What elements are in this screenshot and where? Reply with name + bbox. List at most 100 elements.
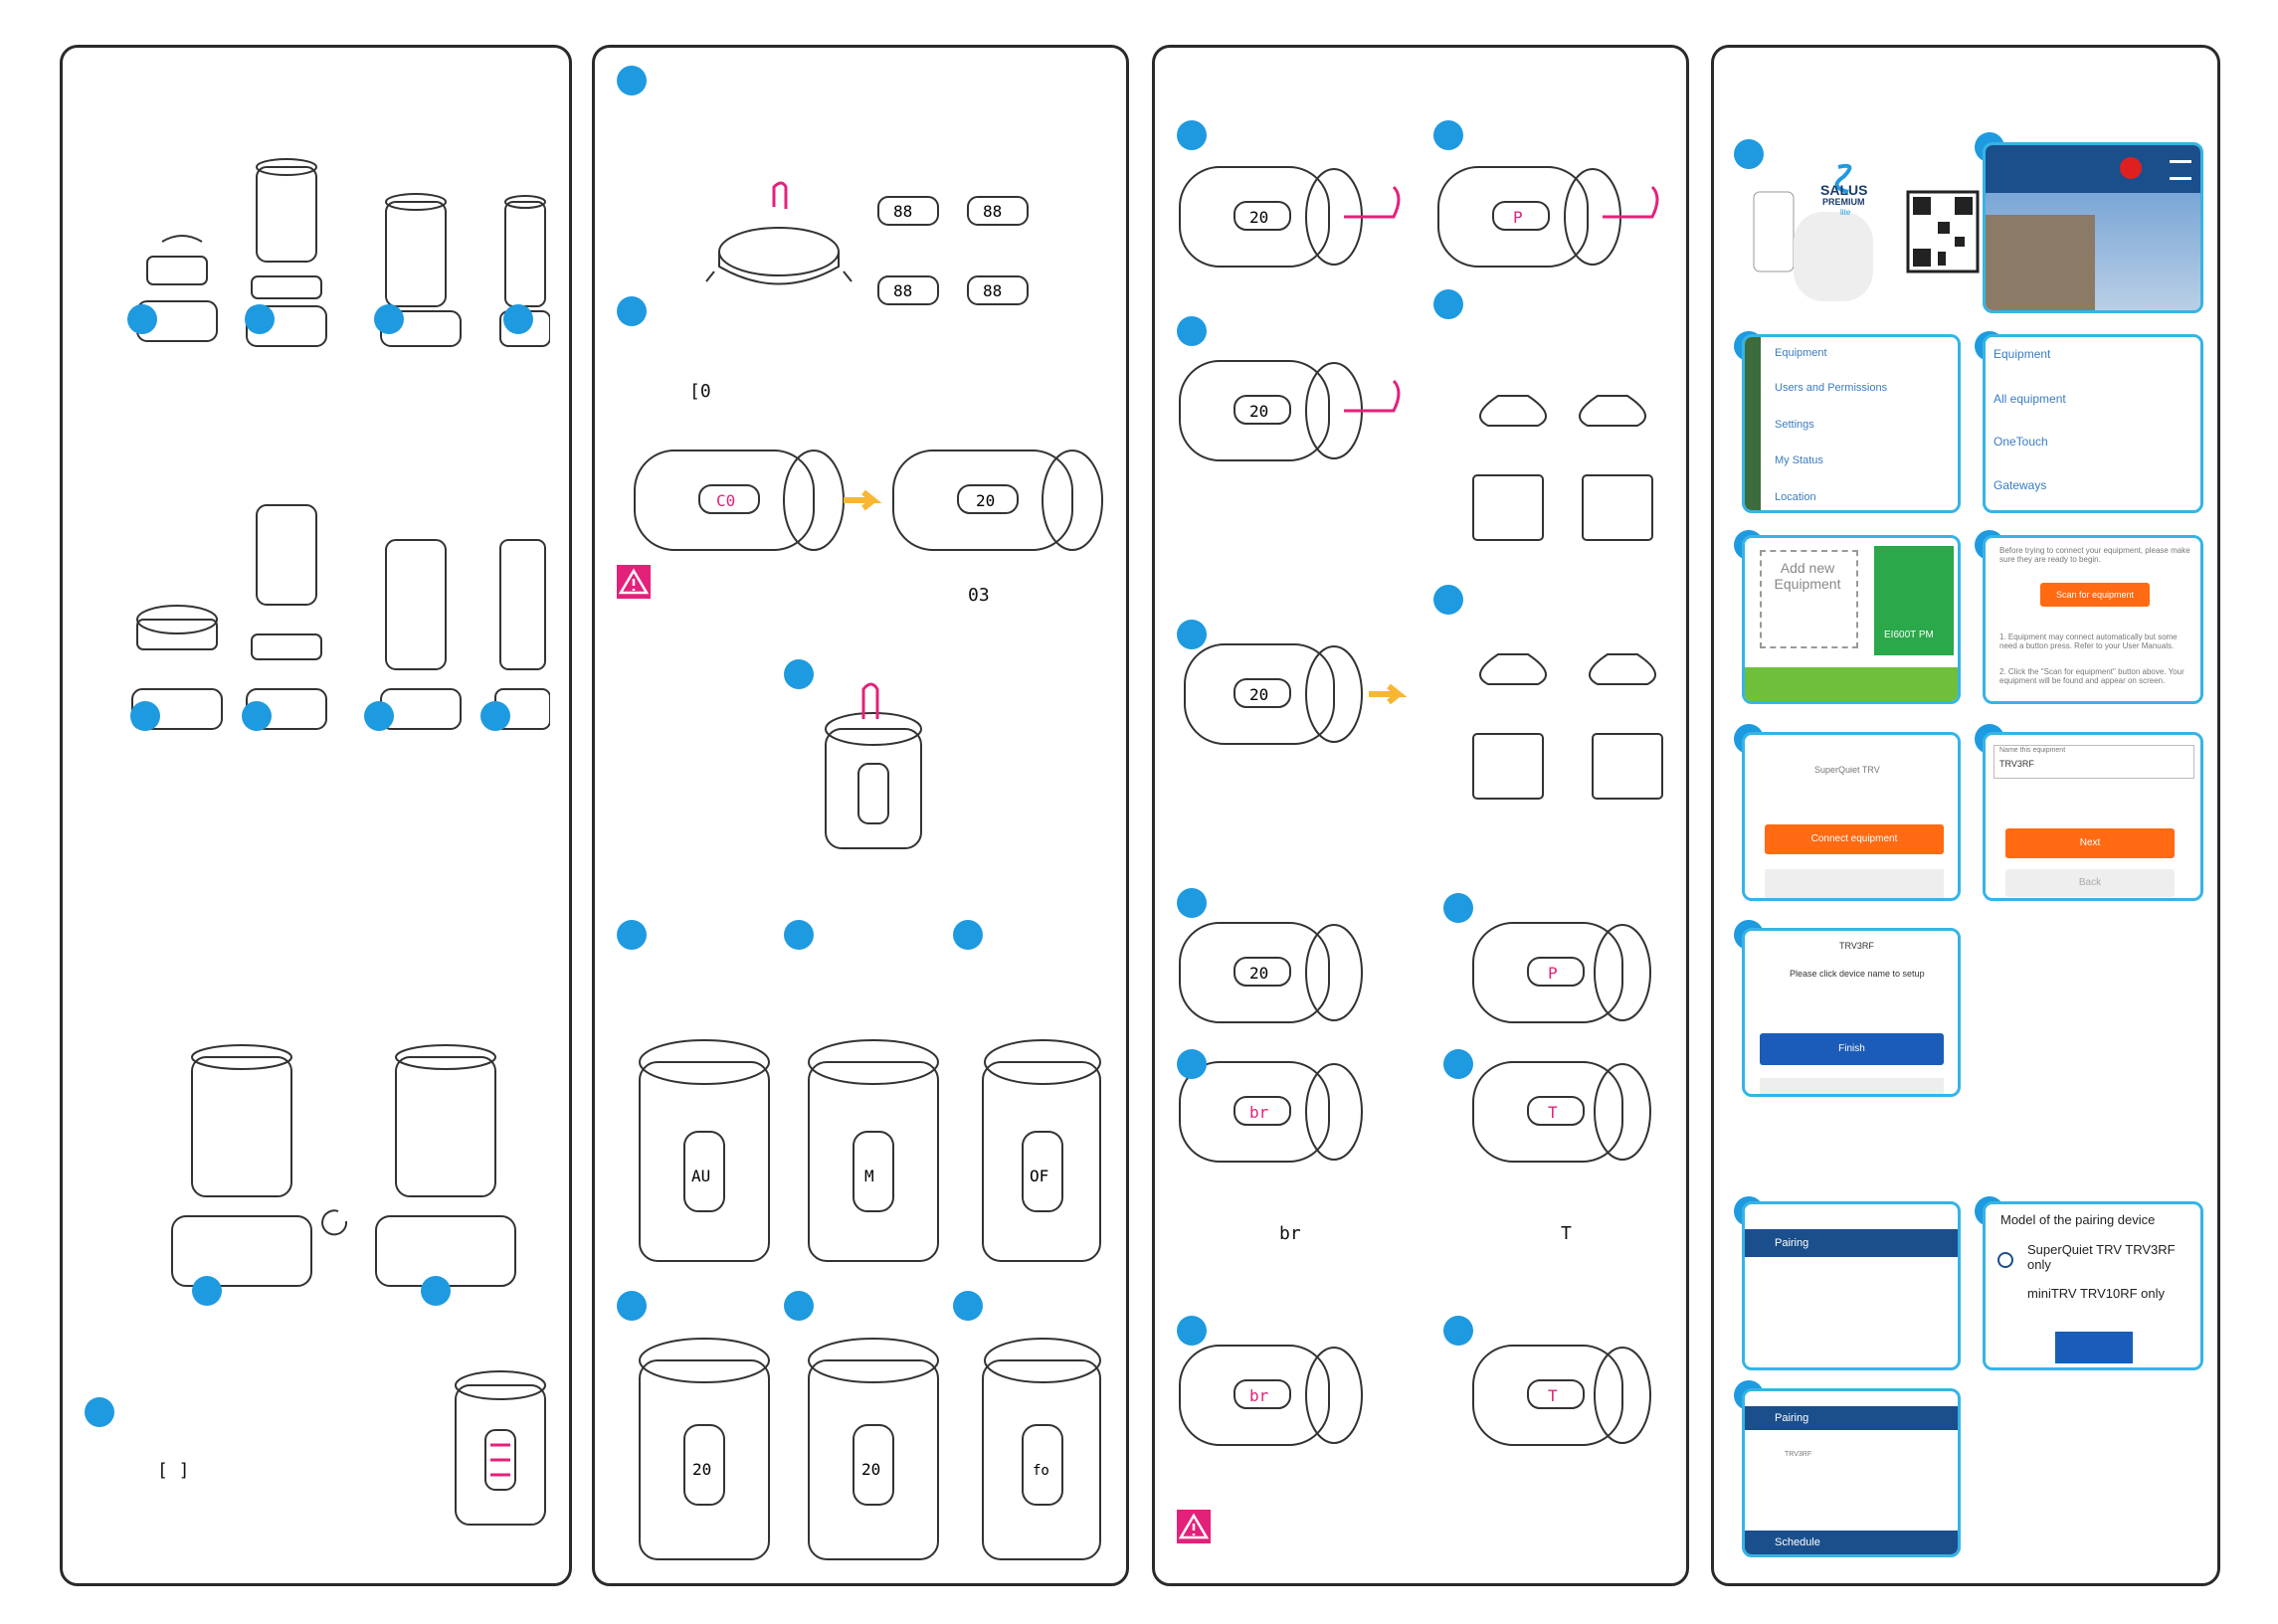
- schedule-label: Schedule: [1775, 1536, 1820, 1548]
- app-screen-equipment: Equipment All equipment OneTouch Gateway…: [1983, 334, 2203, 513]
- lcd-text: T: [1548, 1103, 1558, 1122]
- menu-item[interactable]: Location: [1775, 491, 1816, 503]
- back-button[interactable]: Back: [2005, 869, 2175, 897]
- warning-icon: [1177, 1510, 1211, 1543]
- equipment-item[interactable]: Equipment: [1993, 347, 2051, 361]
- trv-side-illustration: 20 P: [1179, 166, 1659, 268]
- step-dot: [1734, 139, 1764, 169]
- panel-installation: [ ]: [60, 45, 572, 1586]
- lcd-code: [0: [689, 381, 711, 402]
- equipment-item[interactable]: Gateways: [1993, 478, 2047, 492]
- step-dot: [1177, 888, 1207, 918]
- pairing-bar[interactable]: Pairing: [1745, 1229, 1958, 1257]
- lcd-text: P: [1548, 964, 1558, 983]
- app-screen-pairing-list: Pairing TRV3RF Schedule: [1742, 1388, 1961, 1557]
- model-option[interactable]: miniTRV TRV10RF only: [2027, 1286, 2165, 1301]
- model-next-button[interactable]: [2055, 1332, 2133, 1363]
- lcd-code: [ ]: [157, 1460, 190, 1481]
- trv-display-illustration: [455, 1370, 546, 1526]
- salus-logo-sub: PREMIUM: [1822, 197, 1865, 207]
- trv-title[interactable]: TRV3RF: [1839, 941, 1874, 951]
- model-radio[interactable]: [1997, 1252, 2013, 1268]
- step-dot: [1177, 316, 1207, 346]
- step-dot: [421, 1276, 451, 1306]
- step-dot: [1443, 1316, 1473, 1346]
- mode-select-illustration: AU M OF: [639, 1039, 1101, 1262]
- mode-text: AU: [691, 1167, 710, 1185]
- app-screen-finish: TRV3RF Please click device name to setup…: [1742, 928, 1961, 1097]
- menu-item[interactable]: My Status: [1775, 454, 1823, 466]
- valve-adapter-illustration: [136, 158, 550, 347]
- device-name[interactable]: SuperQuiet TRV: [1814, 765, 1880, 775]
- lcd-text: br: [1249, 1103, 1269, 1122]
- step-dot: [242, 701, 272, 731]
- app-screen-model: Model of the pairing device SuperQuiet T…: [1983, 1201, 2203, 1370]
- lcd-text: 20: [1249, 402, 1268, 421]
- step-dot: [192, 1276, 222, 1306]
- step-dot: [784, 920, 814, 950]
- app-logo-qr: [1753, 163, 1980, 301]
- finish-button[interactable]: Finish: [1760, 1033, 1944, 1065]
- scan-note: 2. Click the "Scan for equipment" button…: [1999, 667, 2184, 685]
- scan-button[interactable]: Scan for equipment: [2040, 583, 2150, 607]
- co-to-20-illustration: C0 20: [634, 450, 1103, 551]
- lcd-code: 03: [968, 585, 990, 606]
- app-screen-scan: Before trying to connect your equipment,…: [1983, 535, 2203, 704]
- lcd-text: br: [1249, 1386, 1269, 1405]
- step-dot: [617, 66, 647, 95]
- step-dot: [953, 1291, 983, 1321]
- panel-app-setup: SALUS PREMIUM lite Equipment Users and P…: [1711, 45, 2220, 1586]
- step-dot: [480, 701, 510, 731]
- warning-icon: [617, 565, 651, 599]
- pairing-bar[interactable]: Pairing: [1745, 1406, 1958, 1430]
- name-field[interactable]: [1993, 745, 2194, 779]
- app-screen-menu: Equipment Users and Permissions Settings…: [1742, 334, 1961, 513]
- device-tile-label: EI600T PM: [1884, 630, 1934, 640]
- press-button-illustration: [825, 682, 922, 849]
- schedule-bar[interactable]: Schedule: [1745, 1531, 1958, 1554]
- step-dot: [85, 1397, 114, 1427]
- code-text: 88: [983, 202, 1002, 221]
- temp-display-illustration: 20 20 fo: [639, 1338, 1101, 1560]
- mode-text: M: [864, 1167, 874, 1185]
- step-dot: [784, 1291, 814, 1321]
- device-tile[interactable]: [1874, 546, 1954, 655]
- temp-text: 20: [692, 1460, 711, 1479]
- panel-display-modes: 88 88 88 88 [0 C0 20 03 AU M OF: [592, 45, 1129, 1586]
- step-dot: [617, 1291, 647, 1321]
- trv-mode-illustration: 20 P br T: [1179, 922, 1651, 1163]
- step-dot: [503, 304, 533, 334]
- panel-pairing-steps: 20 P 20 20 20 P br T br T: [1152, 45, 1689, 1586]
- add-new-tile[interactable]: [1760, 550, 1858, 648]
- next-button[interactable]: Next: [2005, 828, 2175, 858]
- app-screen-connect: SuperQuiet TRV Connect equipment: [1742, 732, 1961, 901]
- menu-item[interactable]: Users and Permissions: [1775, 382, 1888, 394]
- step-dot: [1433, 585, 1463, 615]
- code-text: 88: [893, 202, 912, 221]
- menu-item[interactable]: Equipment: [1775, 347, 1827, 359]
- pairing-device[interactable]: TRV3RF: [1785, 1451, 1812, 1458]
- equipment-item[interactable]: All equipment: [1993, 392, 2066, 406]
- menu-item[interactable]: Settings: [1775, 419, 1814, 431]
- scan-note: 1. Equipment may connect automatically b…: [1999, 632, 2178, 650]
- code-text: C0: [716, 491, 735, 510]
- menu-icon[interactable]: [2170, 160, 2191, 180]
- code-text: 88: [983, 281, 1002, 300]
- lcd-code: T: [1561, 1223, 1572, 1244]
- name-value: TRV3RF: [1999, 759, 2034, 769]
- step-dot: [1433, 120, 1463, 150]
- lcd-text: 20: [1249, 964, 1268, 983]
- rotate-dial-illustration: 88 88 88 88: [705, 181, 1029, 305]
- step-dot: [245, 304, 275, 334]
- app-screen-name: Name this equipment TRV3RF Next Back: [1983, 732, 2203, 901]
- connect-button[interactable]: Connect equipment: [1765, 824, 1944, 854]
- model-title: Model of the pairing device: [2000, 1212, 2156, 1227]
- model-option[interactable]: SuperQuiet TRV TRV3RF only: [2027, 1242, 2176, 1272]
- equipment-item[interactable]: OneTouch: [1993, 435, 2048, 449]
- app-screen-add: Add new Equipment EI600T PM: [1742, 535, 1961, 704]
- code-text: 88: [893, 281, 912, 300]
- name-label: Name this equipment: [1999, 747, 2066, 754]
- step-dot: [374, 304, 404, 334]
- code-text: 20: [976, 491, 995, 510]
- step-dot: [1443, 893, 1473, 923]
